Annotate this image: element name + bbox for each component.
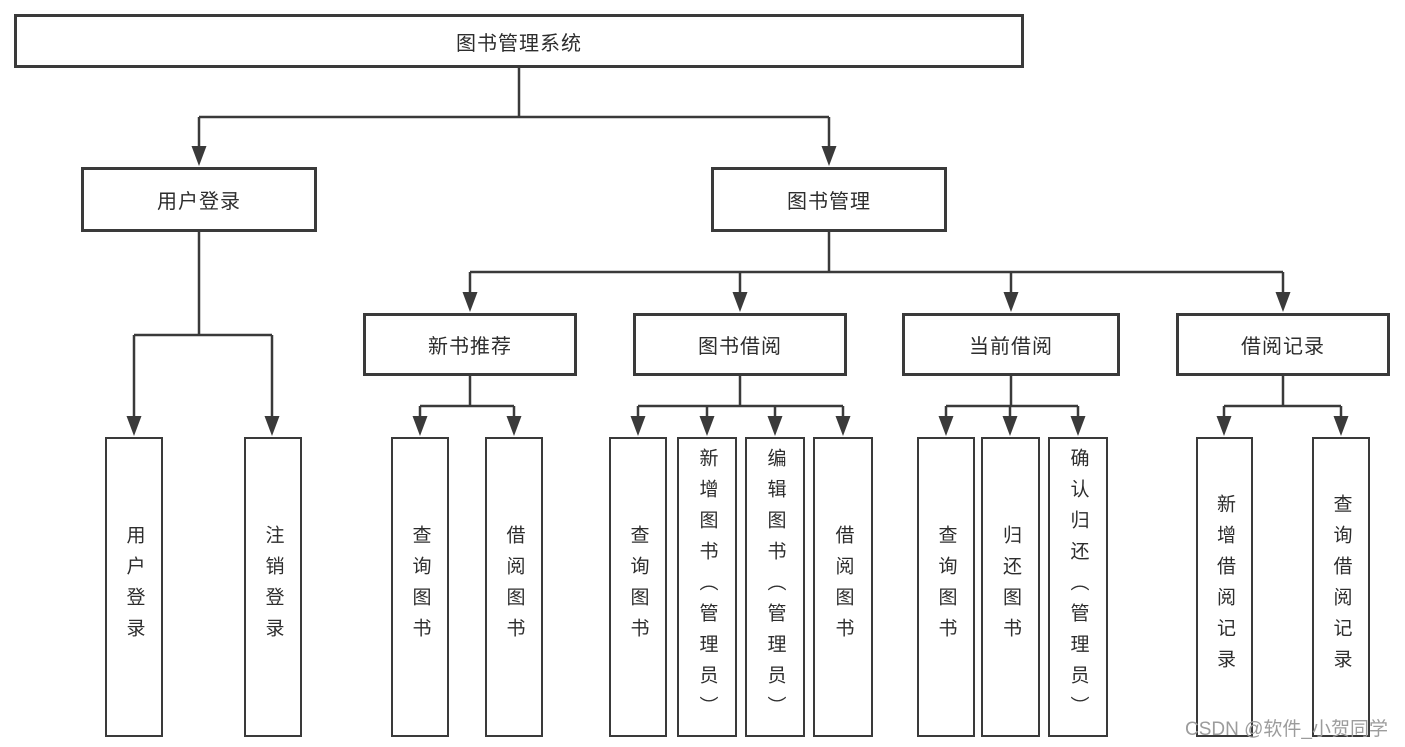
node-user-login: 用户登录 — [81, 167, 317, 232]
node-root: 图书管理系统 — [14, 14, 1024, 68]
leaf-borrow-books-recommend: 借阅图书 — [485, 437, 543, 737]
leaf-query-books-borrow: 查询图书 — [609, 437, 667, 737]
leaf-edit-books-admin: 编辑图书（管理员） — [745, 437, 805, 737]
leaf-query-books-current: 查询图书 — [917, 437, 975, 737]
leaf-logout-login: 注销登录 — [244, 437, 302, 737]
leaf-query-books-recommend: 查询图书 — [391, 437, 449, 737]
leaf-borrow-books: 借阅图书 — [813, 437, 873, 737]
leaf-query-borrow-record: 查询借阅记录 — [1312, 437, 1370, 737]
leaf-add-borrow-record: 新增借阅记录 — [1196, 437, 1253, 737]
node-book-borrow: 图书借阅 — [633, 313, 847, 376]
leaf-add-books-admin: 新增图书（管理员） — [677, 437, 737, 737]
leaf-confirm-return-admin: 确认归还（管理员） — [1048, 437, 1108, 737]
leaf-return-books: 归还图书 — [981, 437, 1040, 737]
node-borrow-record: 借阅记录 — [1176, 313, 1390, 376]
node-new-book-recommend: 新书推荐 — [363, 313, 577, 376]
leaf-user-login: 用户登录 — [105, 437, 163, 737]
node-book-management: 图书管理 — [711, 167, 947, 232]
watermark: CSDN @软件_小贺同学 — [1185, 719, 1388, 740]
node-current-borrow: 当前借阅 — [902, 313, 1120, 376]
